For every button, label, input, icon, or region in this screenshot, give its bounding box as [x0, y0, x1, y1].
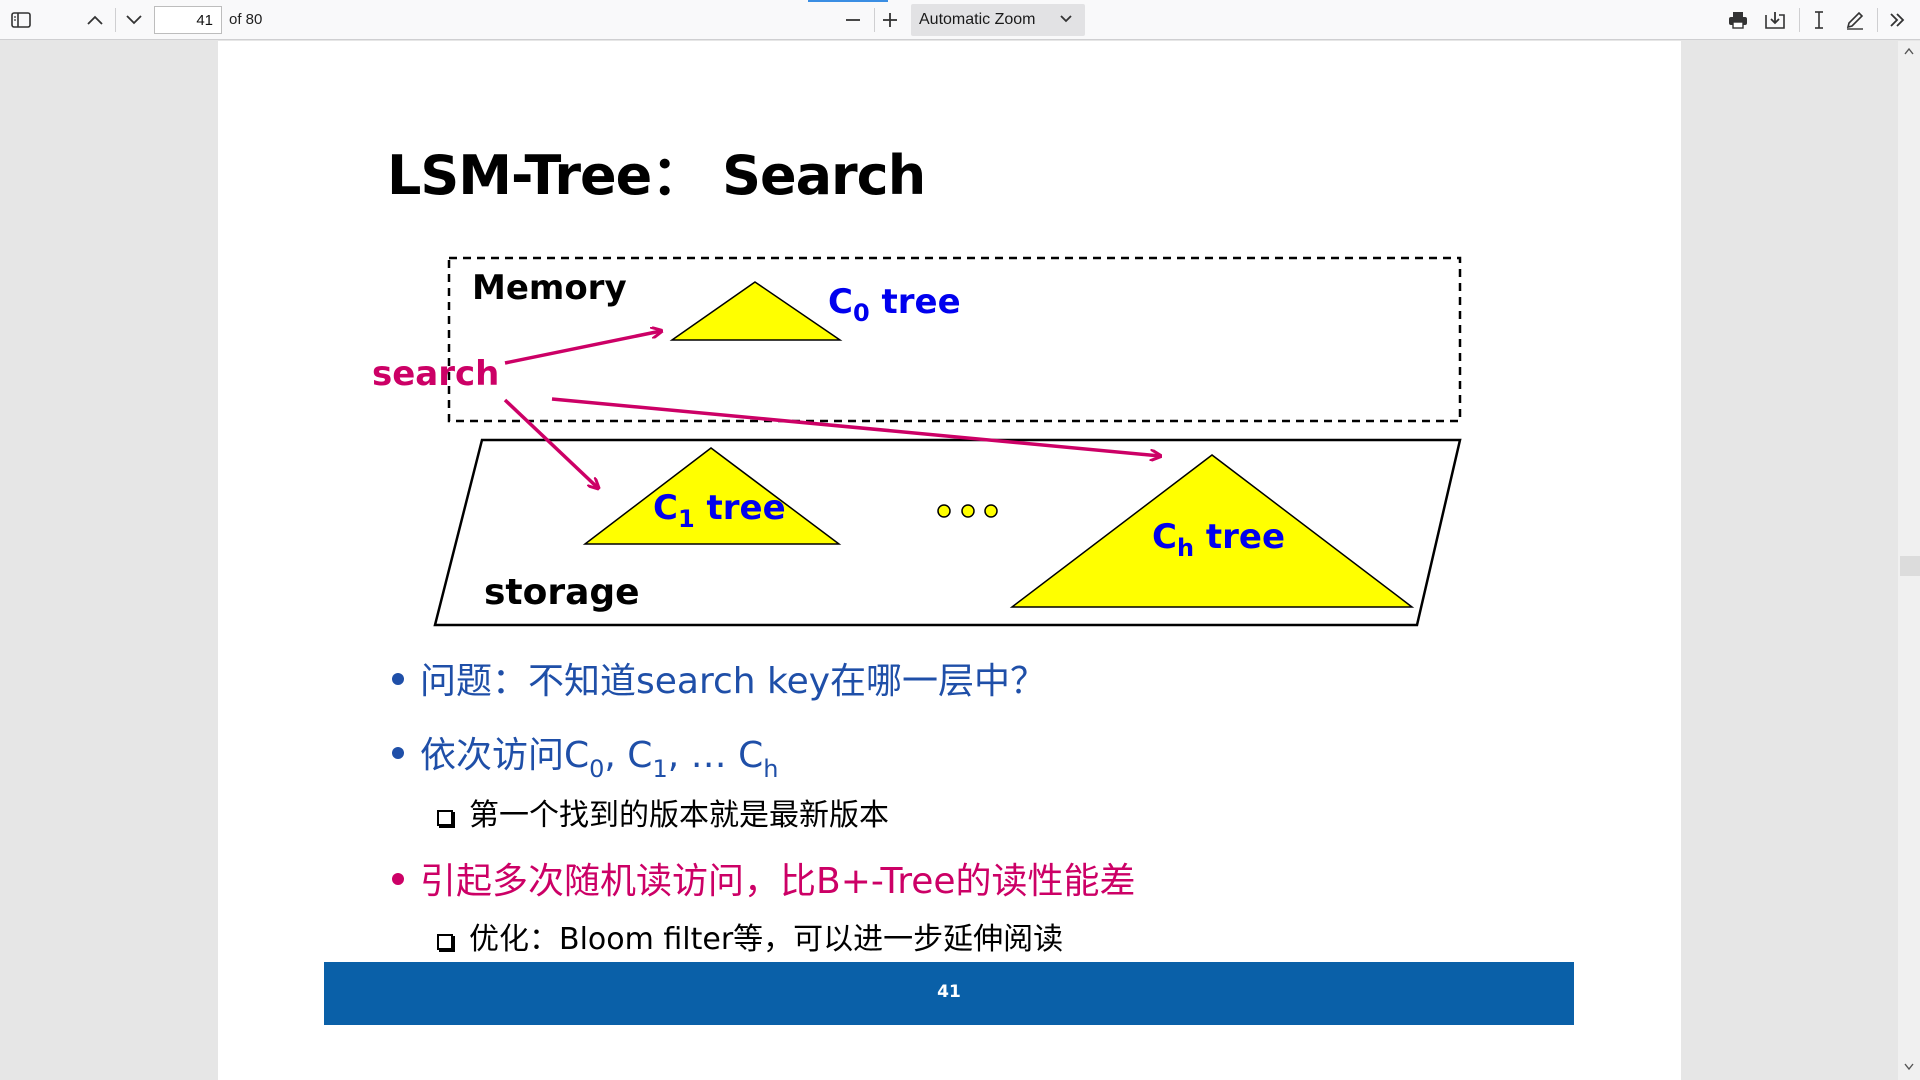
- ellipsis-dot: [937, 504, 951, 518]
- text-select-icon: [1815, 11, 1823, 29]
- zoom-select[interactable]: Automatic Zoom: [911, 4, 1085, 36]
- c0-tree-triangle: [669, 281, 843, 341]
- page-count-label: of 80: [229, 11, 263, 28]
- slide-footer: 41: [324, 962, 1574, 1025]
- sub-bullet-latest-version: 第一个找到的版本就是最新版本: [437, 790, 889, 834]
- download-icon: [1765, 12, 1785, 29]
- scroll-up-icon[interactable]: [1904, 47, 1914, 55]
- search-label: search: [372, 354, 500, 394]
- draw-icon: [1846, 11, 1864, 30]
- bullet-access-order: 依次访问C0, C1, … Ch: [392, 726, 778, 783]
- toolbar-divider: [874, 8, 875, 32]
- zoom-out-icon: [846, 19, 860, 21]
- slide-page-number: 41: [937, 982, 961, 1002]
- text-select-button[interactable]: [1806, 6, 1832, 34]
- memory-region: [447, 256, 1462, 423]
- ch-tree-label: Ch tree: [1152, 517, 1286, 562]
- search-arrow-c0: [504, 331, 661, 365]
- zoom-in-icon: [883, 13, 897, 27]
- scrollbar-thumb[interactable]: [1900, 556, 1920, 576]
- previous-page-button[interactable]: [83, 6, 107, 34]
- c1-tree-label: C1 tree: [653, 488, 786, 533]
- toolbar-divider: [1799, 8, 1800, 32]
- toolbar-divider: [115, 8, 116, 32]
- scroll-down-icon[interactable]: [1904, 1063, 1914, 1071]
- bullet-random-reads: 引起多次随机读访问，比B+-Tree的读性能差: [392, 852, 1136, 904]
- download-button[interactable]: [1762, 6, 1788, 34]
- bullet-dot: [392, 747, 404, 759]
- ch-tree-triangle: [1009, 454, 1415, 608]
- ellipsis-dot: [984, 504, 998, 518]
- search-arrow-c1: [503, 398, 598, 488]
- page-number-input[interactable]: [154, 6, 222, 34]
- slide-title: LSM-Tree： Search: [387, 144, 926, 207]
- zoom-out-button[interactable]: [840, 6, 866, 34]
- more-tools-icon: [1890, 13, 1905, 27]
- zoom-in-button[interactable]: [877, 6, 903, 34]
- bullet-question: 问题：不知道search key在哪一层中？: [392, 652, 1046, 704]
- next-page-icon: [126, 15, 142, 25]
- zoom-select-label: Automatic Zoom: [919, 11, 1036, 28]
- bullet-dot: [392, 873, 404, 885]
- checkbox-bullet-icon: [437, 934, 453, 950]
- sidebar-toggle-icon: [11, 12, 31, 28]
- search-arrow-ch: [551, 397, 1160, 456]
- checkbox-bullet-icon: [437, 810, 453, 826]
- print-icon: [1729, 12, 1747, 29]
- next-page-button[interactable]: [122, 6, 146, 34]
- previous-page-icon: [87, 15, 103, 25]
- ellipsis-dot: [961, 504, 975, 518]
- c1-tree-triangle: [582, 447, 842, 545]
- storage-label: storage: [484, 572, 640, 613]
- pdf-toolbar: of 80 Automatic Zoom: [0, 0, 1920, 40]
- c0-tree-label: C0 tree: [828, 282, 961, 327]
- print-button[interactable]: [1725, 6, 1751, 34]
- loading-indicator: [808, 0, 888, 2]
- draw-button[interactable]: [1842, 6, 1868, 34]
- bullet-dot: [392, 673, 404, 685]
- memory-label: Memory: [472, 268, 627, 308]
- sub-bullet-bloom-filter: 优化：Bloom filter等，可以进一步延伸阅读: [437, 914, 1063, 958]
- chevron-down-icon: [1060, 15, 1072, 23]
- toolbar-divider: [1877, 8, 1878, 32]
- sidebar-toggle-button[interactable]: [8, 6, 34, 34]
- more-tools-button[interactable]: [1884, 6, 1910, 34]
